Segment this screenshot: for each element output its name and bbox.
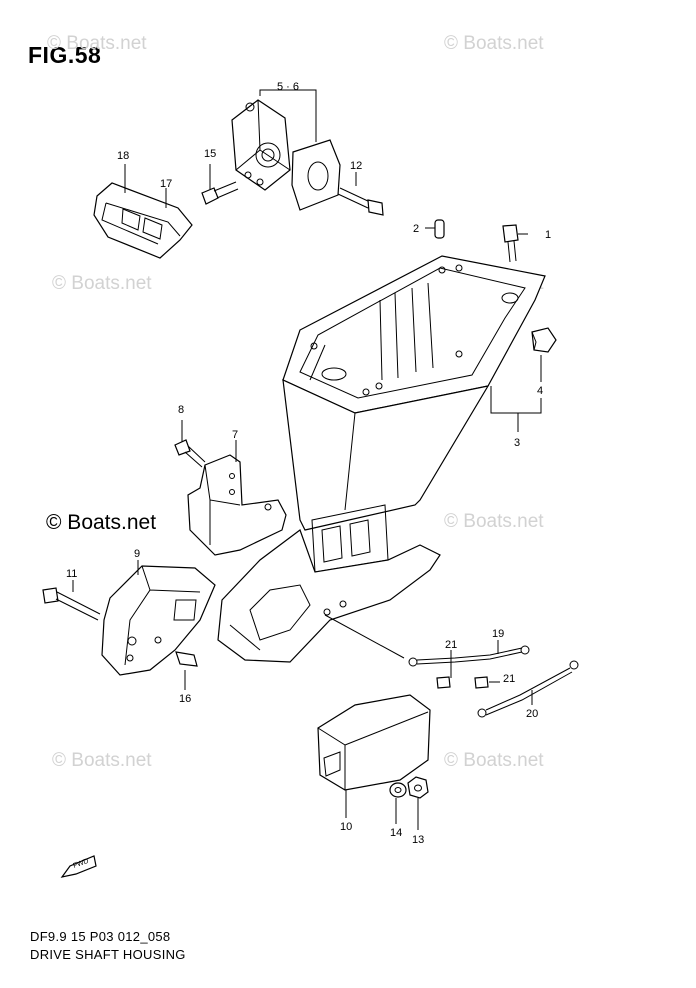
callout-10: 10 [340,821,352,833]
callout-14: 14 [390,827,402,839]
watermark: © Boats.net [444,750,544,771]
drive-shaft-housing-part [217,255,546,663]
callout-8: 8 [178,404,184,416]
callout-19: 19 [492,628,504,640]
callout-16: 16 [179,693,191,705]
mount-bracket-part-5-6 [231,99,291,191]
callout-20: 20 [526,708,538,720]
nut-part-13 [407,776,429,799]
figure-title: FIG.58 [28,42,102,68]
callout-11: 11 [66,568,77,580]
bolt-part-12 [337,187,384,216]
bolt-part-11 [42,587,101,621]
washer-part-14 [389,782,407,798]
dowel-pin-part-2 [434,219,445,239]
callout-7: 7 [232,429,238,441]
bracket-part-7 [187,454,287,556]
callout-3: 3 [514,437,520,449]
watermark-strong: © Boats.net [46,511,157,534]
watermark: © Boats.net [52,750,152,771]
grommet-part-17-18 [93,182,193,259]
ground-lead-part-19 [408,645,530,667]
figure-name: DRIVE SHAFT HOUSING [30,947,186,962]
callout-1: 1 [545,229,551,241]
watermark: © Boats.net [444,33,544,54]
callout-9: 9 [134,548,140,560]
callout-21b: 21 [503,673,515,685]
bolt-part-8 [174,439,206,468]
bolt-part-1 [502,224,519,263]
leader-lines [72,89,542,830]
callout-13: 13 [412,834,424,846]
screw-part-21 [436,676,489,689]
callout-15: 15 [204,148,216,160]
callout-4: 4 [537,385,543,397]
callout-labels: 1 2 3 4 5 · 6 7 8 9 10 11 12 13 14 15 16… [66,81,551,846]
bolt-part-15 [201,181,239,205]
callout-17: 17 [160,178,172,190]
cap-part-4 [531,327,557,353]
plate-part [291,139,341,211]
cover-part-10 [317,694,431,791]
ground-lead-part-20 [477,660,579,718]
callout-12: 12 [350,160,362,172]
figure-code: DF9.9 15 P03 012_058 [30,929,171,944]
callout-21a: 21 [445,639,457,651]
pin-part-16 [175,651,198,667]
watermark: © Boats.net [444,511,544,532]
bracket-part-9 [101,565,216,676]
forward-direction-icon: FWD [60,855,97,878]
watermark: © Boats.net [47,33,147,54]
watermark: © Boats.net [52,273,152,294]
callout-5-6: 5 · 6 [277,81,299,93]
callout-18: 18 [117,150,129,162]
callout-2: 2 [413,223,419,235]
